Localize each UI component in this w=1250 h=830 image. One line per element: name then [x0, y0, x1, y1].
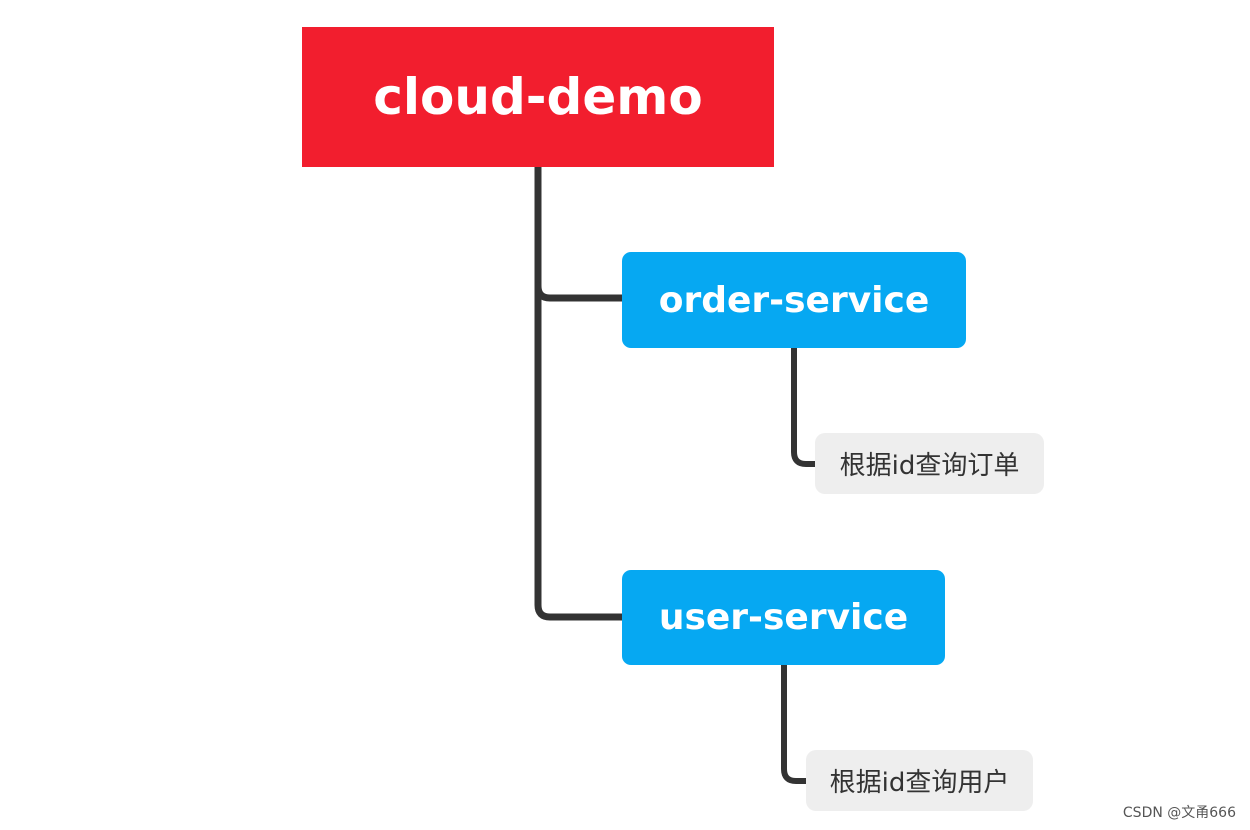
root-node-cloud-demo: cloud-demo [302, 27, 774, 167]
connector-user-service-to-detail [781, 662, 809, 784]
watermark: CSDN @文甬666 [1122, 805, 1236, 821]
detail-node-label: 根据id查询用户 [829, 768, 1010, 798]
service-node-label: user-service [658, 597, 909, 638]
service-node-user-service: user-service [622, 570, 945, 665]
connector-order-service-to-detail [791, 345, 818, 467]
detail-node-user: 根据id查询用户 [806, 750, 1033, 811]
detail-node-label: 根据id查询订单 [839, 451, 1020, 481]
detail-node-order: 根据id查询订单 [815, 433, 1044, 494]
service-node-order-service: order-service [622, 252, 966, 348]
connector-root-to-user-service [534, 282, 626, 621]
connector-root-to-order-service [534, 163, 626, 302]
root-node-label: cloud-demo [373, 68, 703, 126]
service-node-label: order-service [658, 279, 930, 321]
